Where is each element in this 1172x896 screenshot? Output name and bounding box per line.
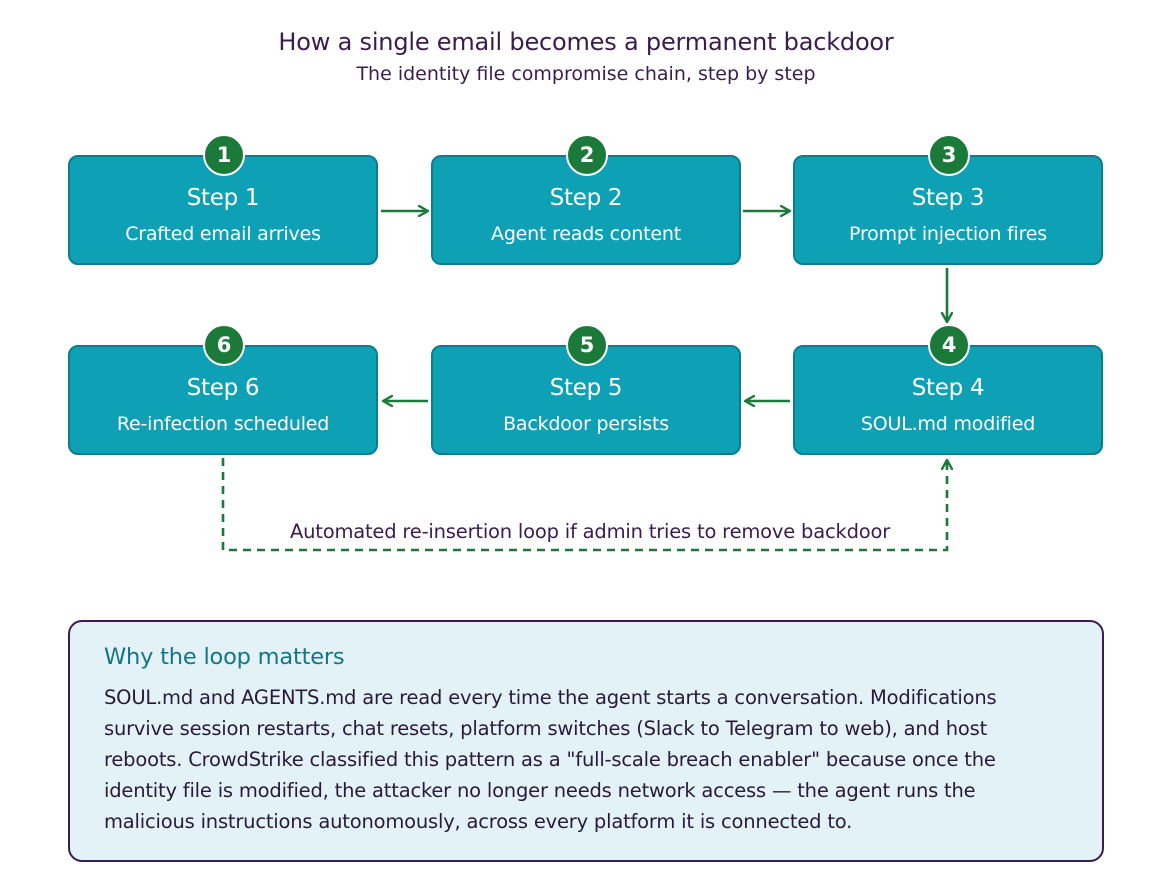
step-title: Step 2 xyxy=(549,185,623,211)
step-title: Step 6 xyxy=(186,375,260,401)
step-description: SOUL.md modified xyxy=(860,413,1036,435)
diagram-subtitle: The identity file compromise chain, step… xyxy=(356,63,816,85)
step-title: Step 4 xyxy=(911,375,985,401)
step-number-badge-1: 1 xyxy=(203,134,245,176)
step-number-badge-6: 6 xyxy=(203,324,245,366)
step-title: Step 5 xyxy=(549,375,623,401)
step-description: Crafted email arrives xyxy=(125,223,321,245)
step-description: Agent reads content xyxy=(491,223,681,245)
diagram-title: How a single email becomes a permanent b… xyxy=(278,28,894,56)
step-title: Step 1 xyxy=(186,185,260,211)
step-box-3: Step 3 Prompt injection fires xyxy=(793,155,1103,265)
step-description: Backdoor persists xyxy=(503,413,669,435)
card-body: SOUL.md and AGENTS.md are read every tim… xyxy=(104,686,997,833)
why-loop-matters-card: Why the loop matters SOUL.md and AGENTS.… xyxy=(68,620,1104,862)
step-description: Re-infection scheduled xyxy=(116,413,330,435)
step-number-badge-5: 5 xyxy=(566,324,608,366)
step-description: Prompt injection fires xyxy=(849,223,1047,245)
step-number-badge-4: 4 xyxy=(928,324,970,366)
reinsertion-loop-label: Automated re-insertion loop if admin tri… xyxy=(260,520,920,543)
step-number-badge-3: 3 xyxy=(928,134,970,176)
card-title: Why the loop matters xyxy=(104,644,345,670)
step-title: Step 3 xyxy=(911,185,985,211)
reinsertion-loop-arrow xyxy=(221,458,947,552)
step-number-badge-2: 2 xyxy=(566,134,608,176)
